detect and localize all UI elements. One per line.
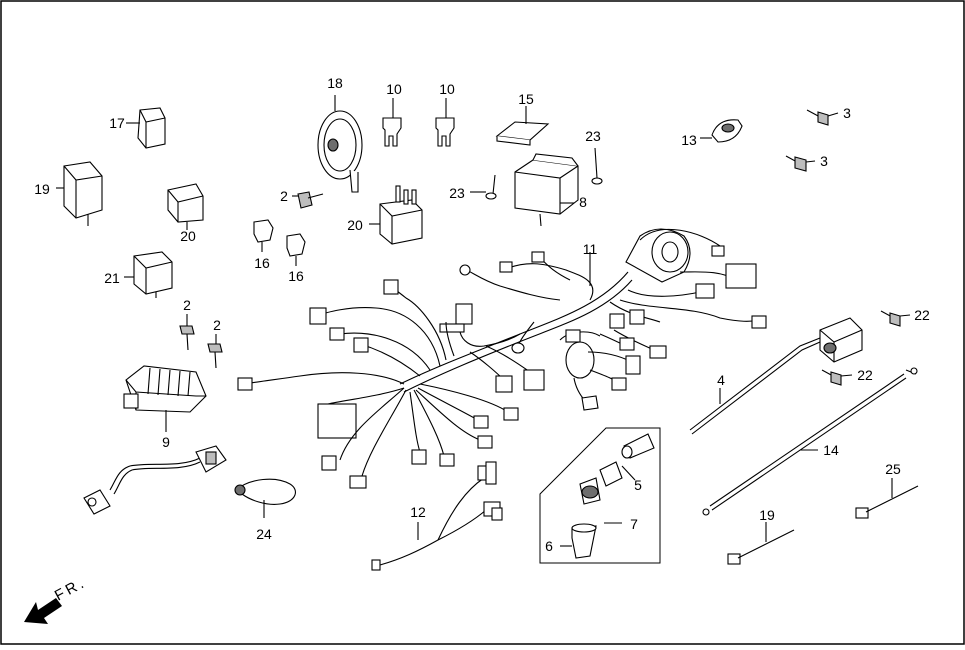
- connector-group-box: [539, 427, 661, 564]
- callout-17: 17: [109, 115, 125, 131]
- front-direction-arrow-icon: [24, 598, 62, 624]
- sensor-lead-part[interactable]: [83, 445, 227, 515]
- screw-part-23a[interactable]: [591, 147, 603, 185]
- relay-part-center[interactable]: [369, 185, 423, 245]
- callout-23-a: 23: [585, 128, 601, 144]
- callout-20-a: 20: [180, 228, 196, 244]
- callout-23-b: 23: [449, 185, 465, 201]
- cover-plate-part[interactable]: [495, 106, 550, 146]
- plug-cap-part-5[interactable]: [579, 433, 655, 505]
- bolt-part-2b[interactable]: [179, 314, 195, 351]
- callout-25: 25: [885, 461, 901, 477]
- callout-2-b: 2: [183, 297, 191, 313]
- bolt-part-2c[interactable]: [207, 334, 223, 369]
- front-direction-label: FR.: [52, 574, 89, 605]
- ignition-coil-part[interactable]: [689, 317, 863, 435]
- bolt-part-22b[interactable]: [821, 369, 853, 386]
- bolt-part-3a[interactable]: [806, 109, 839, 126]
- callout-8: 8: [579, 194, 587, 210]
- callout-22-a: 22: [914, 307, 930, 323]
- clamp-part-24[interactable]: [234, 478, 296, 518]
- bulb-socket-part[interactable]: [700, 119, 743, 143]
- cdi-unit-part[interactable]: [514, 153, 579, 227]
- callout-21: 21: [104, 270, 120, 286]
- callout-7: 7: [630, 516, 638, 532]
- callout-19-b: 19: [759, 507, 775, 523]
- wire-harness-part[interactable]: [237, 228, 767, 489]
- cable-tie-part-19[interactable]: [727, 522, 795, 565]
- callout-3-a: 3: [843, 105, 851, 121]
- bolt-part-2a[interactable]: [292, 191, 324, 209]
- grommet-part-6[interactable]: [560, 523, 597, 559]
- mini-fuse-part-a[interactable]: [253, 219, 274, 252]
- regulator-rectifier-part[interactable]: [123, 365, 207, 432]
- callout-20-b: 20: [347, 217, 363, 233]
- callout-3-b: 3: [820, 153, 828, 169]
- callout-16-a: 16: [254, 255, 270, 271]
- callout-18: 18: [327, 75, 343, 91]
- callout-2-c: 2: [213, 317, 221, 333]
- bolt-part-22a[interactable]: [880, 310, 911, 327]
- callout-24: 24: [256, 526, 272, 542]
- callout-2-a: 2: [280, 188, 288, 204]
- callout-10-b: 10: [439, 81, 455, 97]
- horn-part[interactable]: [317, 95, 363, 193]
- cable-tie-part-25[interactable]: [855, 478, 919, 519]
- callout-12: 12: [410, 504, 426, 520]
- bolt-part-3b[interactable]: [785, 155, 816, 172]
- callout-15: 15: [518, 91, 534, 107]
- callout-10-a: 10: [386, 81, 402, 97]
- flasher-relay-part[interactable]: [56, 161, 103, 226]
- callout-9: 9: [162, 434, 170, 450]
- relay-bracket-part-left[interactable]: [167, 183, 204, 230]
- callout-16-b: 16: [288, 268, 304, 284]
- mini-fuse-part-b[interactable]: [286, 233, 306, 266]
- long-cable-part[interactable]: [702, 367, 918, 516]
- callout-6: 6: [545, 538, 553, 554]
- fuse-part-a[interactable]: [382, 98, 402, 147]
- callout-4: 4: [717, 372, 725, 388]
- callout-13: 13: [681, 132, 697, 148]
- sub-harness-part[interactable]: [371, 461, 503, 571]
- callout-5: 5: [634, 477, 642, 493]
- fuse-part-b[interactable]: [435, 98, 455, 147]
- starter-relay-part[interactable]: [124, 251, 173, 298]
- callout-22-b: 22: [857, 367, 873, 383]
- callout-19-a: 19: [34, 181, 50, 197]
- screw-part-23b[interactable]: [470, 174, 497, 200]
- relay-cap-part[interactable]: [126, 107, 166, 149]
- callout-11: 11: [583, 241, 598, 257]
- callout-14: 14: [823, 442, 839, 458]
